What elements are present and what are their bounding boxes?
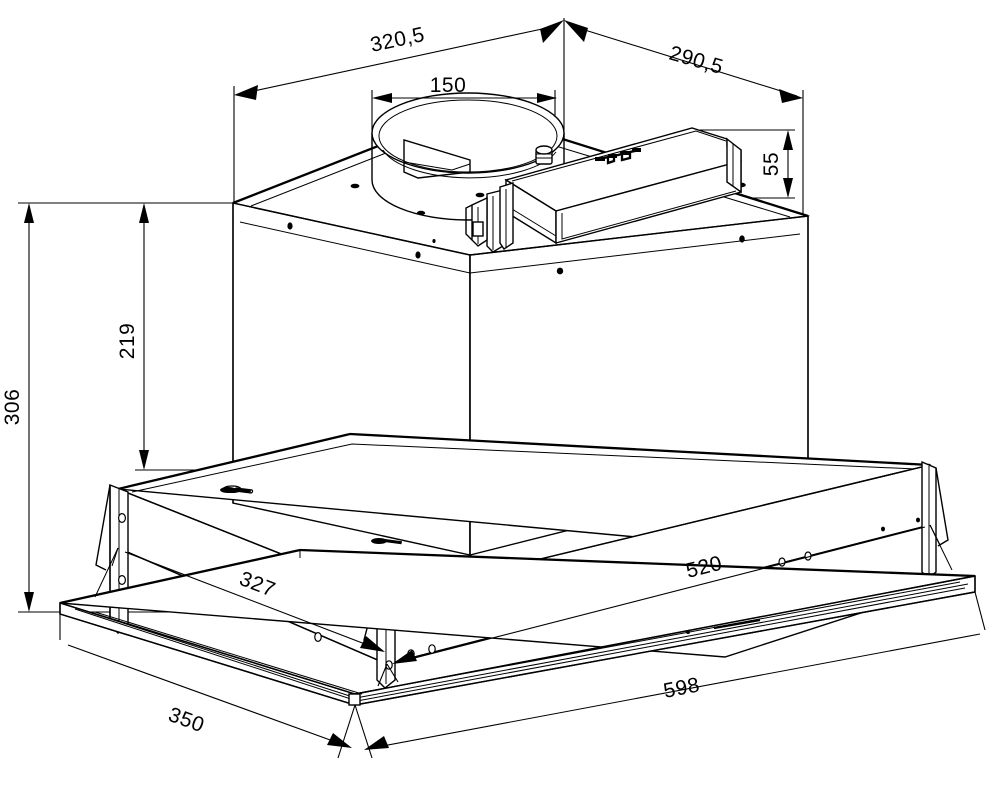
dimension-label-290-5: 290,5 [667, 42, 726, 79]
dimension-label-306: 306 [1, 389, 24, 426]
bottom-flange-plate [59, 548, 976, 706]
connector-cluster [595, 148, 641, 165]
dimension-label-320-5: 320,5 [368, 23, 427, 57]
dimension-290-5: 290,5 [564, 20, 803, 103]
dimension-320-5: 320,5 [234, 20, 564, 100]
dimension-label-150: 150 [430, 74, 467, 97]
dimension-label-598: 598 [662, 673, 702, 703]
dimension-150: 150 [372, 74, 557, 103]
dimension-55: 55 [760, 130, 793, 198]
mounting-bracket-left [95, 483, 129, 634]
dimension-label-219: 219 [116, 323, 139, 360]
motor-bracket [465, 182, 514, 253]
extension-lines [18, 18, 804, 613]
circular-duct-outlet [371, 92, 565, 221]
dimension-306: 306 [1, 203, 34, 612]
dimension-label-55: 55 [760, 152, 783, 176]
dimension-label-350: 350 [165, 703, 207, 737]
dimension-witness-lines [59, 524, 986, 759]
keyhole-slots [220, 485, 402, 545]
rectangular-motor-housing [465, 127, 742, 253]
dimension-219: 219 [116, 203, 149, 470]
mounting-bracket-right [921, 460, 949, 579]
duct-bolt [535, 145, 553, 165]
